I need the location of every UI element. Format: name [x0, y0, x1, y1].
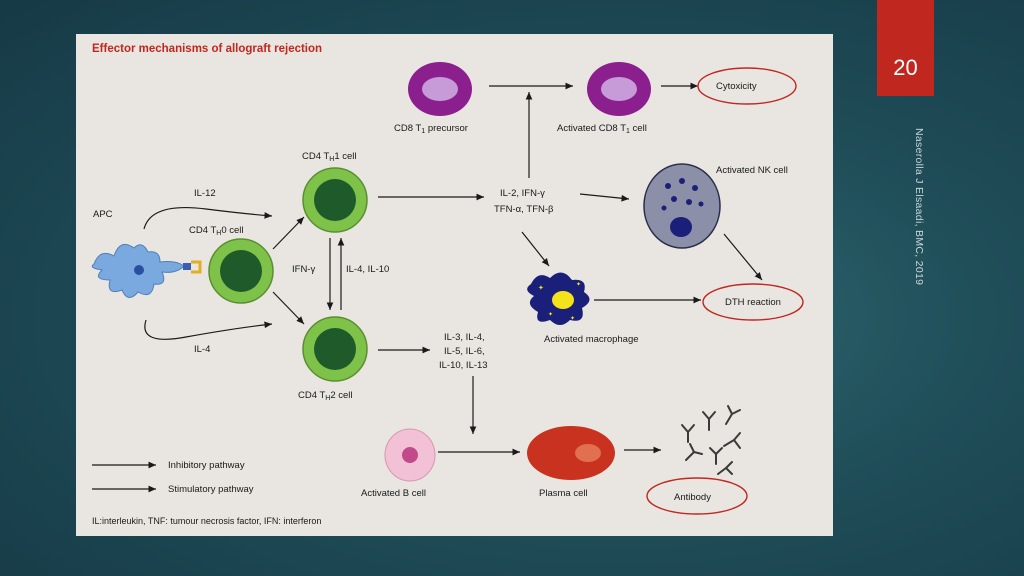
th2-cytokines-line2: IL-5, IL-6, [444, 346, 485, 357]
svg-text:✦: ✦ [570, 315, 575, 322]
arrow-th0-to-th1 [272, 216, 305, 250]
macrophage-label: Activated macrophage [544, 334, 639, 345]
activated-cd8-label: Activated CD8 T1 cell [557, 123, 647, 135]
slide-number: 20 [893, 55, 918, 80]
arrow-cytokines-to-macrophage [521, 231, 550, 267]
antibody-label: Antibody [674, 492, 711, 503]
dth-highlight [702, 283, 804, 321]
arrow-il4 [144, 319, 273, 340]
th2-cytokines-line1: IL-3, IL-4, [444, 332, 485, 343]
cytotoxicity-label: Cytoxicity [716, 81, 757, 92]
antibody-icons [681, 405, 741, 475]
allograft-rejection-diagram: Effector mechanisms of allograft rejecti… [91, 43, 804, 526]
b-cell-label: Activated B cell [361, 488, 426, 499]
plasma-cell-label: Plasma cell [539, 488, 588, 499]
arrow-cytokines-to-nk [579, 193, 630, 202]
arrow-nk-to-dth [723, 233, 763, 281]
activated-nk-cell [643, 163, 721, 249]
cd8-precursor-cell [408, 62, 472, 116]
arrow-il12 [143, 206, 273, 230]
il4-il10-label: IL-4, IL-10 [346, 264, 389, 275]
figure-title: Effector mechanisms of allograft rejecti… [92, 43, 322, 55]
cd4-th2-label: CD4 TH2 cell [298, 390, 353, 402]
activated-cd8-cell [587, 62, 651, 116]
il4-left-label: IL-4 [194, 344, 210, 355]
cd4-th0-label: CD4 TH0 cell [189, 225, 244, 237]
plasma-cell [527, 426, 615, 480]
cd4-th1-cell [302, 167, 368, 233]
apc-label: APC [93, 209, 113, 220]
source-credit: Naserolla J Elsaadi, BMC, 2019 [913, 128, 925, 286]
th2-cytokines-line3: IL-10, IL-13 [439, 360, 488, 371]
figure-panel: Effector mechanisms of allograft rejecti… [76, 34, 833, 536]
cd4-th1-label: CD4 TH1 cell [302, 151, 357, 163]
svg-text:✦: ✦ [548, 311, 553, 318]
legend-stimulatory-label: Stimulatory pathway [168, 484, 254, 495]
th1-cytokines-line2: TFN-α, TFN-β [494, 204, 554, 215]
slide-number-box: 20 [877, 0, 934, 96]
cd4-th0-cell [208, 238, 274, 304]
svg-text:✦: ✦ [576, 281, 581, 288]
dth-label: DTH reaction [725, 297, 781, 308]
nk-cell-label: Activated NK cell [716, 165, 788, 176]
legend-inhibitory-label: Inhibitory pathway [168, 460, 245, 471]
figure-footnote: IL:interleukin, TNF: tumour necrosis fac… [92, 516, 321, 526]
ifn-gamma-label: IFN-γ [292, 264, 315, 275]
cd8-precursor-label: CD8 T1 precursor [394, 123, 468, 135]
cd4-th2-cell [302, 316, 368, 382]
th1-cytokines-line1: IL-2, IFN-γ [500, 188, 545, 199]
svg-text:✦: ✦ [538, 284, 544, 292]
il12-label: IL-12 [194, 188, 216, 199]
apc-cell [91, 243, 202, 298]
activated-b-cell [384, 428, 436, 482]
arrow-th0-to-th2 [272, 291, 305, 325]
activated-macrophage: ✦ ✦ ✦ ✦ [527, 272, 590, 325]
antibody-highlight [646, 477, 748, 515]
cytotoxicity-highlight [697, 67, 797, 105]
